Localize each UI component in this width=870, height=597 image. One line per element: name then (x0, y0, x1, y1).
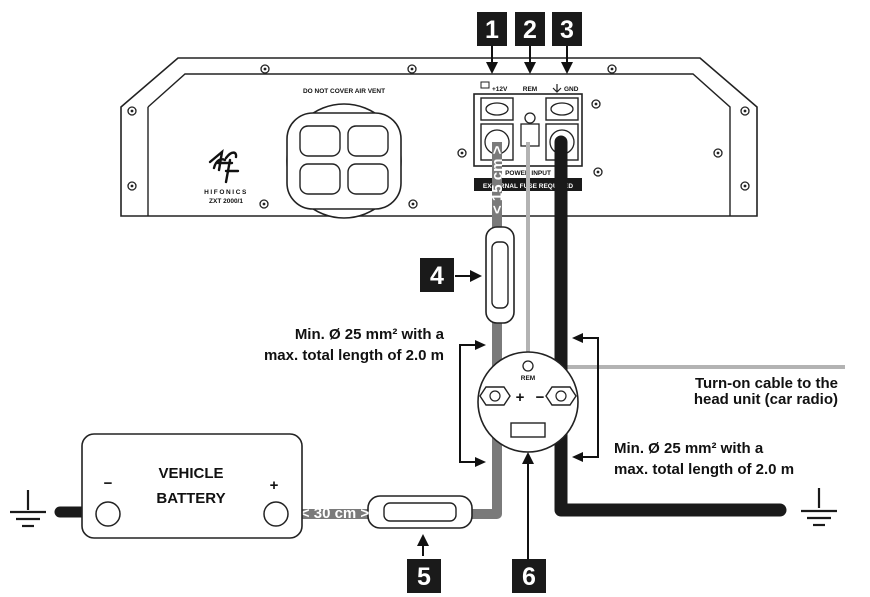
fuse-distance-amp: < 15 cm > (489, 145, 506, 214)
turnon-note-line2: head unit (car radio) (694, 391, 838, 408)
bracket-positive (459, 344, 476, 463)
block-minus-label: − (536, 389, 545, 406)
fuse-holder-amp (485, 226, 515, 324)
svg-text:4: 4 (430, 262, 444, 290)
ground-symbol-right (801, 488, 837, 527)
model-name: ZXT 2000/1 (209, 198, 243, 205)
air-vent-label: DO NOT COVER AIR VENT (303, 88, 385, 95)
amplifier: DO NOT COVER AIR VENT HIFONICS ZXT 2000/… (120, 57, 758, 219)
positive-note-line2: max. total length of 2.0 m (264, 347, 444, 364)
terminal-gnd-label: GND (564, 86, 579, 93)
block-plus-label: + (516, 389, 525, 406)
bracket-ground (582, 337, 599, 458)
turnon-note-line1: Turn-on cable to the (695, 375, 838, 392)
distribution-block: REM + − (477, 351, 579, 453)
ground-note-line1: Min. Ø 25 mm² with a (614, 440, 764, 457)
badge-3: 3 (552, 12, 582, 46)
ground-symbol-left (10, 490, 46, 528)
svg-text:6: 6 (522, 563, 536, 591)
block-rem-label: REM (521, 375, 535, 382)
vehicle-battery: − + VEHICLE BATTERY (81, 433, 303, 539)
svg-text:3: 3 (560, 16, 574, 44)
terminal-rem-label: REM (523, 86, 537, 93)
badge-1: 1 (477, 12, 507, 46)
battery-plus: + (270, 477, 279, 494)
brand-name: HIFONICS (204, 189, 248, 196)
svg-text:5: 5 (417, 563, 431, 591)
battery-label-line2: BATTERY (156, 490, 225, 507)
battery-label-line1: VEHICLE (158, 465, 223, 482)
housing-screws (127, 64, 750, 209)
fuse-distance-battery: < 30 cm > (301, 505, 370, 522)
fuse-holder-battery (367, 495, 473, 529)
positive-note-line1: Min. Ø 25 mm² with a (295, 326, 445, 343)
ground-note-line2: max. total length of 2.0 m (614, 461, 794, 478)
badge-2: 2 (515, 12, 545, 46)
battery-minus: − (104, 475, 113, 492)
air-vent (286, 103, 402, 219)
badge-5: 5 (407, 559, 441, 593)
terminal-12v-label: +12V (492, 86, 508, 93)
badge-6: 6 (512, 559, 546, 593)
hifonics-logo: HIFONICS ZXT 2000/1 (204, 149, 248, 205)
svg-text:2: 2 (523, 16, 537, 44)
badge-4: 4 (420, 258, 454, 292)
svg-text:1: 1 (485, 16, 499, 44)
